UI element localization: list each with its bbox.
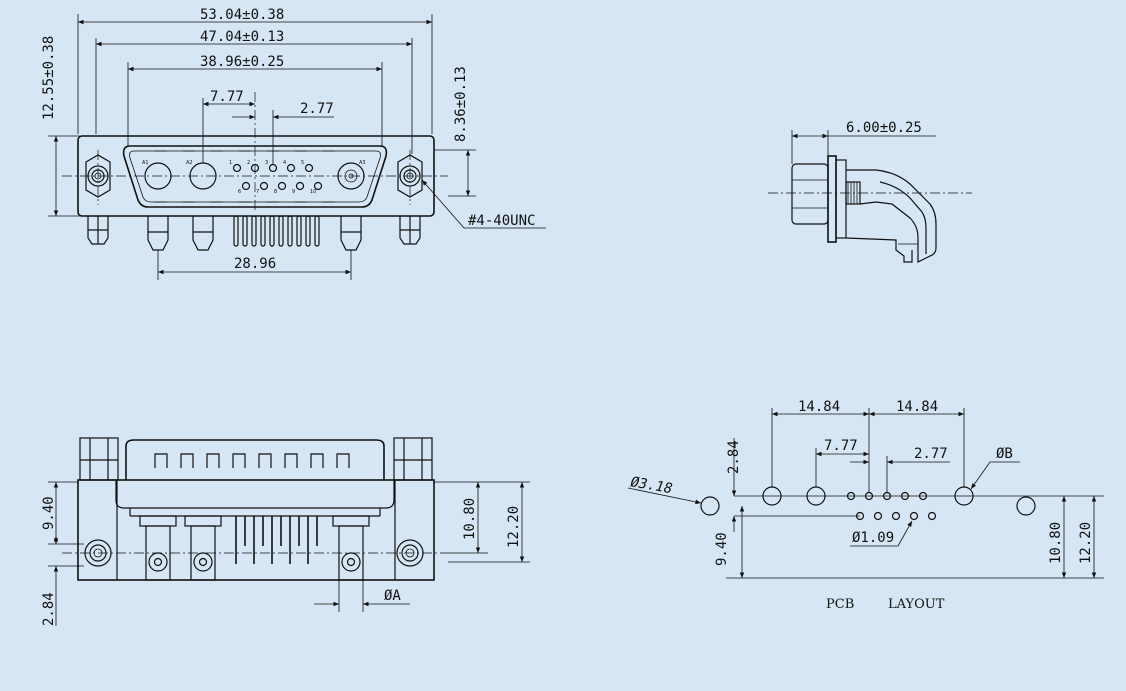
dim-pcb-2-84: 2.84 bbox=[726, 440, 742, 474]
pcb-mount-hole-right bbox=[1016, 496, 1036, 516]
dim-overall-width: 53.04±0.38 bbox=[200, 7, 284, 23]
dim-pcb-right-half: 14.84 bbox=[896, 399, 938, 415]
side-right-angle-body bbox=[846, 169, 937, 263]
dim-pcb-left-half: 14.84 bbox=[798, 399, 840, 415]
front-d-shell bbox=[122, 145, 388, 208]
pin-num-7: 7 bbox=[256, 189, 259, 195]
pcb-caption-pcb: PCB bbox=[826, 597, 854, 612]
pin-num-2: 2 bbox=[247, 160, 250, 166]
pin-num-4: 4 bbox=[283, 160, 286, 166]
dim-coax-span: 28.96 bbox=[234, 256, 276, 272]
dim-bottom-2-84: 2.84 bbox=[41, 592, 57, 626]
bottom-left-hex-post bbox=[79, 437, 119, 481]
pcb-layout: 14.84 14.84 7.77 2.77 2.84 9.40 10.80 12… bbox=[627, 399, 1104, 612]
dim-bottom-12-20: 12.20 bbox=[506, 506, 522, 548]
pin-num-3: 3 bbox=[265, 160, 268, 166]
dim-phi-a: ØA bbox=[384, 588, 401, 604]
dim-pcb-mount-hole: Ø3.18 bbox=[629, 474, 673, 497]
side-view: 6.00±0.25 bbox=[768, 120, 972, 263]
pin-num-10: 10 bbox=[310, 189, 316, 195]
dim-pcb-signal-hole: Ø1.09 bbox=[852, 530, 894, 546]
pin-num-9: 9 bbox=[292, 189, 295, 195]
side-shell bbox=[791, 163, 829, 225]
signal-contacts bbox=[232, 163, 323, 191]
dim-large-pitch: 7.77 bbox=[210, 89, 244, 105]
pin-num-8: 8 bbox=[274, 189, 277, 195]
dim-pcb-large-pitch: 7.77 bbox=[824, 438, 858, 454]
dim-center-height: 8.36±0.13 bbox=[453, 66, 469, 142]
front-flange bbox=[77, 135, 435, 217]
dim-small-pitch: 2.77 bbox=[300, 101, 334, 117]
dim-side-depth: 6.00±0.25 bbox=[846, 120, 922, 136]
front-board-locks bbox=[87, 216, 421, 245]
bottom-shell bbox=[125, 439, 385, 480]
dim-pcb-12-20: 12.20 bbox=[1078, 522, 1094, 564]
dim-height: 12.55±0.38 bbox=[41, 36, 57, 120]
pin-num-6: 6 bbox=[238, 189, 241, 195]
side-flange bbox=[827, 155, 837, 243]
dim-shell-width: 38.96±0.25 bbox=[200, 54, 284, 70]
dim-pcb-9-40: 9.40 bbox=[714, 532, 730, 566]
dim-bottom-9-40: 9.40 bbox=[41, 496, 57, 530]
bottom-signal-pins bbox=[235, 516, 318, 564]
dim-pcb-small-pitch: 2.77 bbox=[914, 446, 948, 462]
label-a2: A2 bbox=[186, 160, 193, 166]
bottom-right-hex-post bbox=[393, 437, 433, 481]
dim-pcb-10-80: 10.80 bbox=[1048, 522, 1064, 564]
pcb-caption-layout: LAYOUT bbox=[888, 597, 945, 612]
pin-num-5: 5 bbox=[301, 160, 304, 166]
pcb-mount-hole-left bbox=[700, 496, 720, 516]
thread-callout: #4-40UNC bbox=[468, 213, 535, 229]
dim-flange-width: 47.04±0.13 bbox=[200, 29, 284, 45]
label-a1: A1 bbox=[142, 160, 149, 166]
bottom-body bbox=[77, 479, 435, 581]
dim-bottom-10-80: 10.80 bbox=[462, 498, 478, 540]
pcb-signal-holes bbox=[846, 491, 937, 521]
front-view: A1 A2 A3 1 2 3 4 5 6 7 8 9 10 bbox=[41, 7, 546, 280]
side-jackscrew bbox=[845, 181, 861, 205]
dim-pcb-coax-hole: ØB bbox=[996, 446, 1013, 462]
front-signal-tails bbox=[233, 215, 320, 247]
front-coax-tails bbox=[147, 216, 362, 251]
pin-num-1: 1 bbox=[229, 160, 232, 166]
label-a3: A3 bbox=[359, 160, 366, 166]
bottom-view: 9.40 2.84 10.80 12.20 ØA bbox=[41, 437, 530, 626]
